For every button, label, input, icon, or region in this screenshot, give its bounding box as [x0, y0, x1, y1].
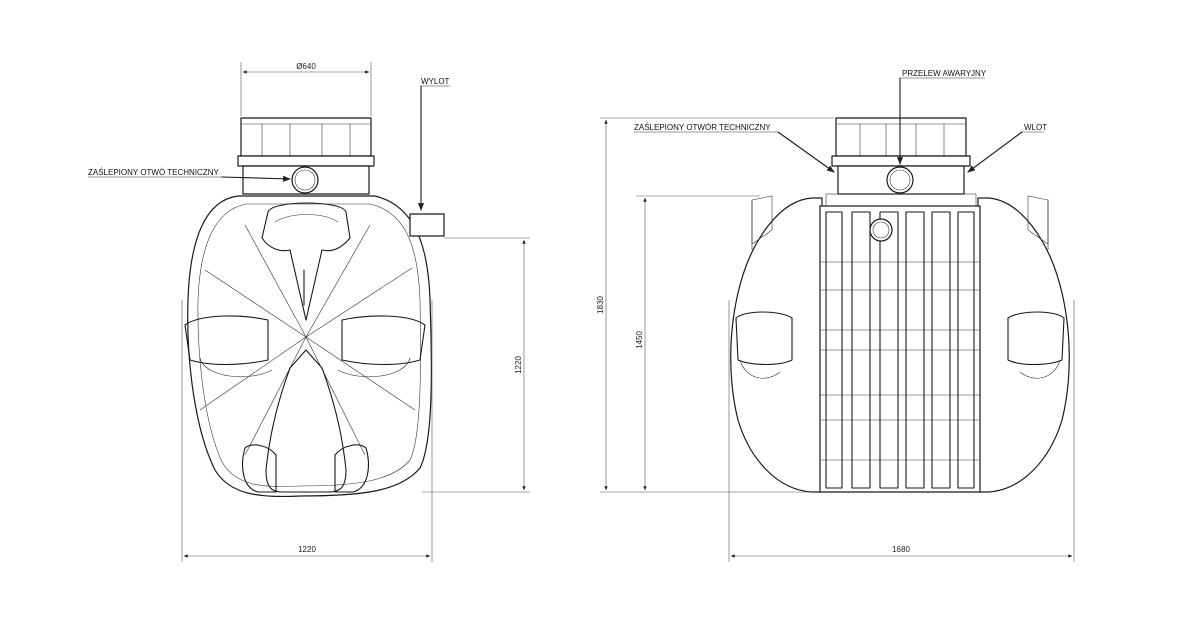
side-labels: PRZELEW AWARYJNY ZAŚLEPIONY OTWÓR TECHNI… [634, 69, 1047, 173]
front-riser-lid [240, 117, 372, 157]
side-corrugations [820, 211, 980, 489]
front-radial-ribs [199, 224, 416, 456]
front-outlet-pipe [409, 213, 445, 237]
front-tank-body [187, 195, 433, 498]
front-tank-inner [197, 203, 421, 487]
label-wylot: WYLOT [421, 77, 450, 86]
side-riser-ring [831, 155, 971, 167]
front-labels: WYLOT ZAŚLEPIONY OTWÓ TECHNICZNY [88, 77, 450, 211]
side-central-body [819, 205, 981, 493]
label-blind-port-side: ZAŚLEPIONY OTWÓR TECHNICZNY [634, 123, 771, 132]
front-riser-ring [237, 155, 375, 167]
side-left-end [730, 197, 823, 493]
front-dimensions: Ø640 1220 1220 [181, 62, 530, 562]
dim-front-height: 1220 [514, 356, 523, 374]
front-upper-funnel [261, 202, 351, 321]
label-overflow: PRZELEW AWARYJNY [902, 69, 987, 78]
side-riser-lid [835, 117, 967, 157]
side-left-pocket [735, 311, 793, 366]
label-blind-port-front: ZAŚLEPIONY OTWÓ TECHNICZNY [88, 168, 219, 177]
dim-total-height: 1830 [596, 296, 605, 314]
front-view [184, 117, 445, 498]
side-right-end [977, 197, 1070, 493]
front-lower-funnel [265, 349, 347, 493]
dim-side-length: 1680 [892, 545, 910, 554]
dim-top-diameter: Ø640 [296, 62, 316, 71]
side-overflow-port [886, 166, 914, 194]
front-right-pocket [341, 315, 426, 365]
dim-body-height: 1450 [635, 331, 644, 349]
front-blind-port [291, 166, 319, 194]
side-dimensions: 1830 1450 1680 [596, 117, 1075, 562]
label-inlet: WLOT [1024, 123, 1047, 132]
dim-front-width: 1220 [298, 545, 316, 554]
side-right-pocket [1007, 311, 1065, 366]
side-view [730, 117, 1070, 493]
front-left-pocket [184, 315, 269, 365]
